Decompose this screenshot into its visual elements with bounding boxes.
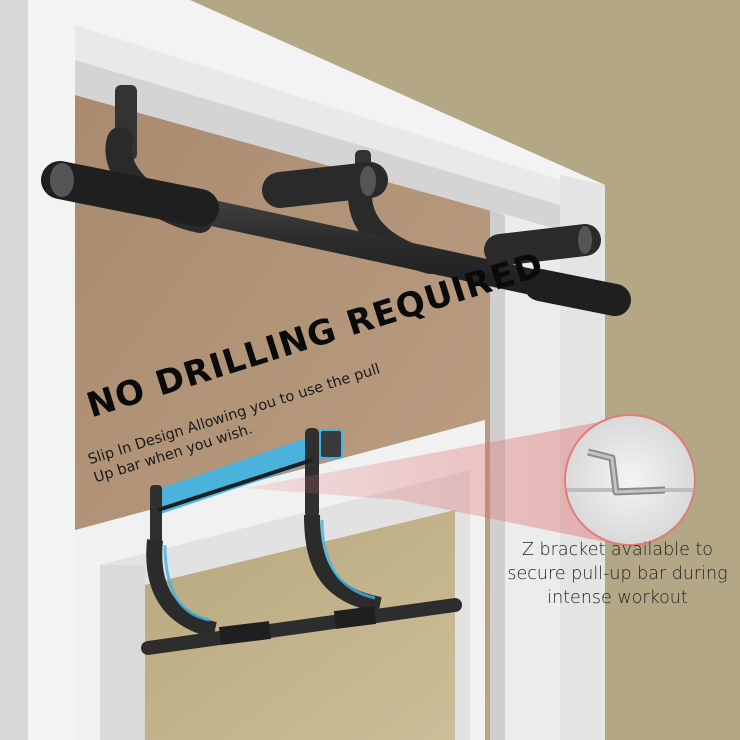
highlight-glow xyxy=(155,430,335,515)
pull-up-bar-top xyxy=(41,85,631,316)
pull-up-bar-lower xyxy=(141,428,462,655)
caption-line-2: secure pull-up bar during xyxy=(507,564,728,584)
z-bracket-closeup-icon xyxy=(564,414,696,546)
caption-line-3: intense workout xyxy=(547,588,688,608)
callout-beam xyxy=(245,420,620,545)
wall-edge xyxy=(0,0,28,740)
caption-line-1: Z bracket available to xyxy=(521,540,714,560)
callout-caption: Z bracket available to secure pull-up ba… xyxy=(495,538,740,610)
